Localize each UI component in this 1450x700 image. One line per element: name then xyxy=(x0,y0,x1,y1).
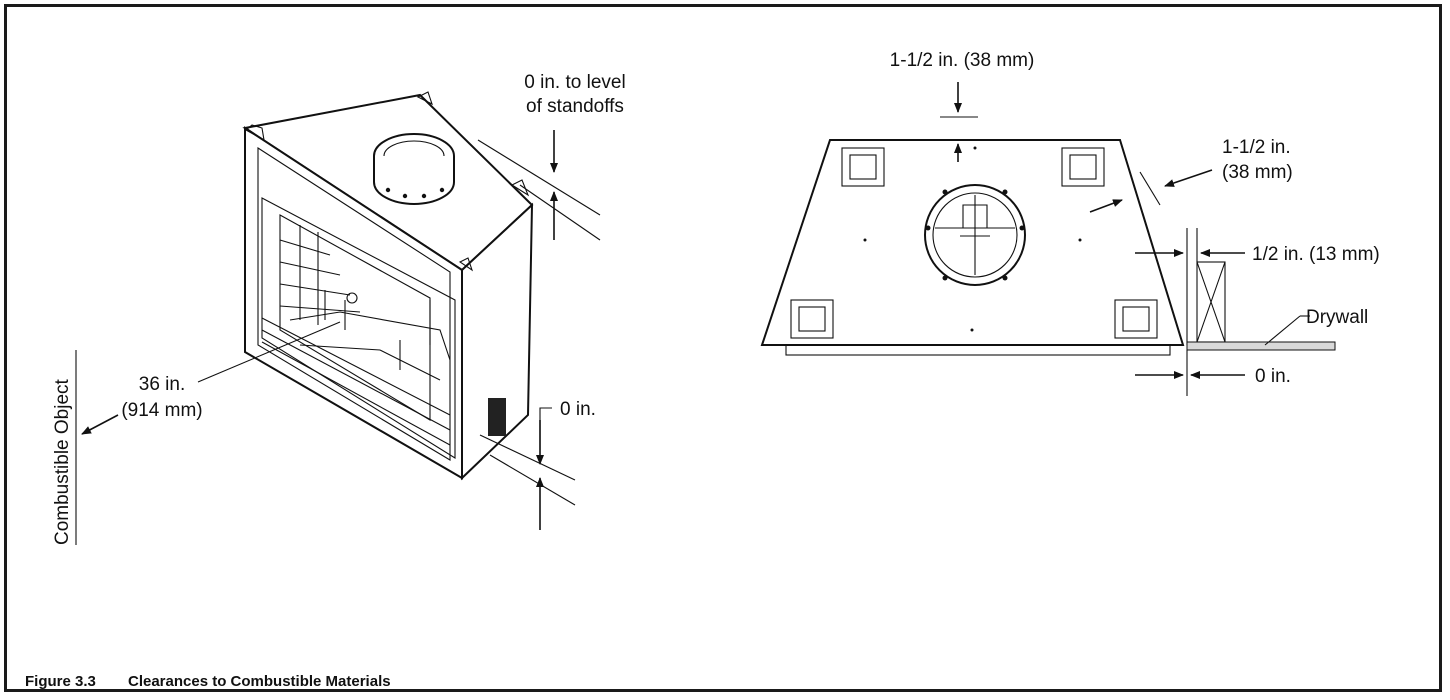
combustible-arrow xyxy=(81,414,119,435)
drywall xyxy=(1186,341,1336,351)
drywall-label: Drywall xyxy=(1306,307,1368,328)
figure-title: Clearances to Combustible Materials xyxy=(128,673,391,690)
bottom-clearance-label: 0 in. xyxy=(560,399,596,420)
standoffs-label-line2: of standoffs xyxy=(526,96,624,117)
top-clearance-label: 1-1/2 in. (38 mm) xyxy=(890,50,1035,71)
front-clearance-line1: 36 in. xyxy=(139,374,185,395)
standoffs-label-line1: 0 in. to level xyxy=(524,72,625,93)
zero-side-label: 0 in. xyxy=(1255,366,1291,387)
figure-number: Figure 3.3 xyxy=(25,673,96,690)
standoff-clearance-dimension xyxy=(477,130,601,241)
side-clearance-line1: 1-1/2 in. xyxy=(1222,137,1291,158)
front-clearance-line2: (914 mm) xyxy=(121,400,202,421)
side-clearance-line2: (38 mm) xyxy=(1222,162,1293,183)
fireplace-isometric xyxy=(242,91,534,481)
front-clearance-leader xyxy=(197,321,341,383)
side-clearance-arrow-out xyxy=(1164,169,1213,187)
combustible-object-label: Combustible Object xyxy=(52,378,73,545)
bottom-clearance-dimension xyxy=(479,407,576,530)
half-inch-label: 1/2 in. (13 mm) xyxy=(1252,244,1380,265)
fireplace-top-view xyxy=(760,139,1185,356)
side-clearance-arrow-in xyxy=(1089,199,1123,213)
